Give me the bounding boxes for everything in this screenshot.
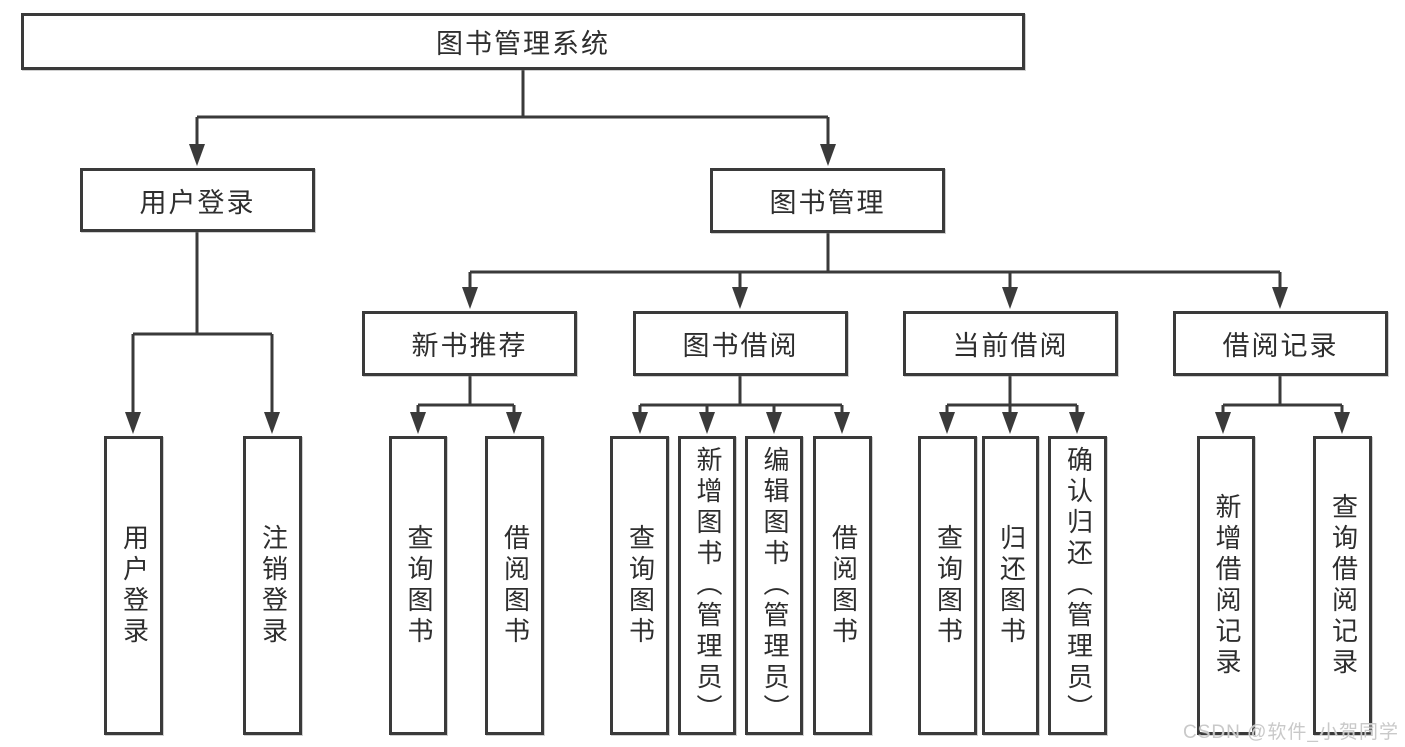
arrowhead <box>820 144 836 166</box>
node-label: 确认归还（管理员） <box>1063 446 1094 725</box>
arrowhead <box>462 287 478 309</box>
arrowhead <box>506 412 522 434</box>
connector-book-borrowing-to-leaves <box>638 376 844 416</box>
node-label: 图书管理 <box>769 188 886 218</box>
node-user-login: 用户登录 <box>80 168 315 232</box>
node-label: 图书管理系统 <box>436 29 610 59</box>
arrowhead <box>732 287 748 309</box>
connector-borrow-records-to-leaves <box>1221 376 1344 416</box>
leaf-records-add-borrow-record: 新增借阅记录 <box>1197 436 1255 735</box>
arrowheads <box>125 144 1350 434</box>
node-label: 图书借阅 <box>682 331 799 361</box>
leaf-borrowing-borrow-books: 借阅图书 <box>813 436 872 735</box>
connector-root-to-level2 <box>195 70 830 146</box>
leaf-user-login: 用户登录 <box>104 436 163 735</box>
node-current-borrowing: 当前借阅 <box>903 311 1118 376</box>
arrowhead <box>834 412 850 434</box>
leaf-borrowing-edit-books-admin: 编辑图书（管理员） <box>745 436 803 735</box>
csdn-watermark: CSDN @软件_小贺同学 <box>1183 722 1399 743</box>
node-label: 查询图书 <box>403 523 434 648</box>
node-label: 新书推荐 <box>411 331 528 361</box>
leaf-current-return-books: 归还图书 <box>982 436 1039 735</box>
node-label: 编辑图书（管理员） <box>759 446 790 725</box>
arrowhead <box>766 412 782 434</box>
node-label: 新增图书（管理员） <box>692 446 723 725</box>
node-new-book-recommend: 新书推荐 <box>362 311 577 376</box>
node-label: 用户登录 <box>139 187 256 218</box>
arrowhead <box>1215 412 1231 434</box>
node-book-management: 图书管理 <box>710 168 945 233</box>
arrowhead <box>1002 287 1018 309</box>
node-label: 借阅图书 <box>500 523 531 648</box>
node-label: 用户登录 <box>119 523 150 648</box>
arrowhead <box>410 412 426 434</box>
node-book-management-system: 图书管理系统 <box>21 13 1025 70</box>
connector-book-management-to-level3 <box>468 233 1282 291</box>
node-label: 借阅图书 <box>828 523 859 648</box>
node-borrowing-records: 借阅记录 <box>1173 311 1388 376</box>
leaf-newbooks-query-books: 查询图书 <box>389 436 447 735</box>
node-label: 查询图书 <box>933 523 964 648</box>
node-label: 查询借阅记录 <box>1328 492 1359 679</box>
node-book-borrowing: 图书借阅 <box>633 311 848 376</box>
leaf-newbooks-borrow-books: 借阅图书 <box>485 436 544 735</box>
arrowhead <box>125 412 141 434</box>
arrowhead <box>189 144 205 166</box>
arrowhead <box>1069 412 1085 434</box>
node-label: 新增借阅记录 <box>1211 492 1242 679</box>
node-label: 注销登录 <box>258 523 289 648</box>
node-label: 借阅记录 <box>1222 331 1339 361</box>
leaf-logout-login: 注销登录 <box>243 436 302 735</box>
leaf-current-confirm-return-admin: 确认归还（管理员） <box>1048 436 1107 735</box>
node-label: 归还图书 <box>996 523 1027 648</box>
arrowhead <box>939 412 955 434</box>
leaf-borrowing-add-books-admin: 新增图书（管理员） <box>678 436 736 735</box>
node-label: 查询图书 <box>625 523 656 648</box>
connector-current-borrowing-to-leaves <box>945 376 1079 416</box>
connector-new-books-to-leaves <box>416 376 516 416</box>
arrowhead <box>1002 412 1018 434</box>
connector-user-login-to-leaves <box>131 232 274 414</box>
leaf-current-query-books: 查询图书 <box>918 436 977 735</box>
arrowhead <box>699 412 715 434</box>
arrowhead <box>264 412 280 434</box>
node-label: 当前借阅 <box>952 331 1069 361</box>
leaf-records-query-borrow-record: 查询借阅记录 <box>1313 436 1372 735</box>
arrowhead <box>1272 287 1288 309</box>
arrowhead <box>1334 412 1350 434</box>
leaf-borrowing-query-books: 查询图书 <box>610 436 669 735</box>
arrowhead <box>632 412 648 434</box>
